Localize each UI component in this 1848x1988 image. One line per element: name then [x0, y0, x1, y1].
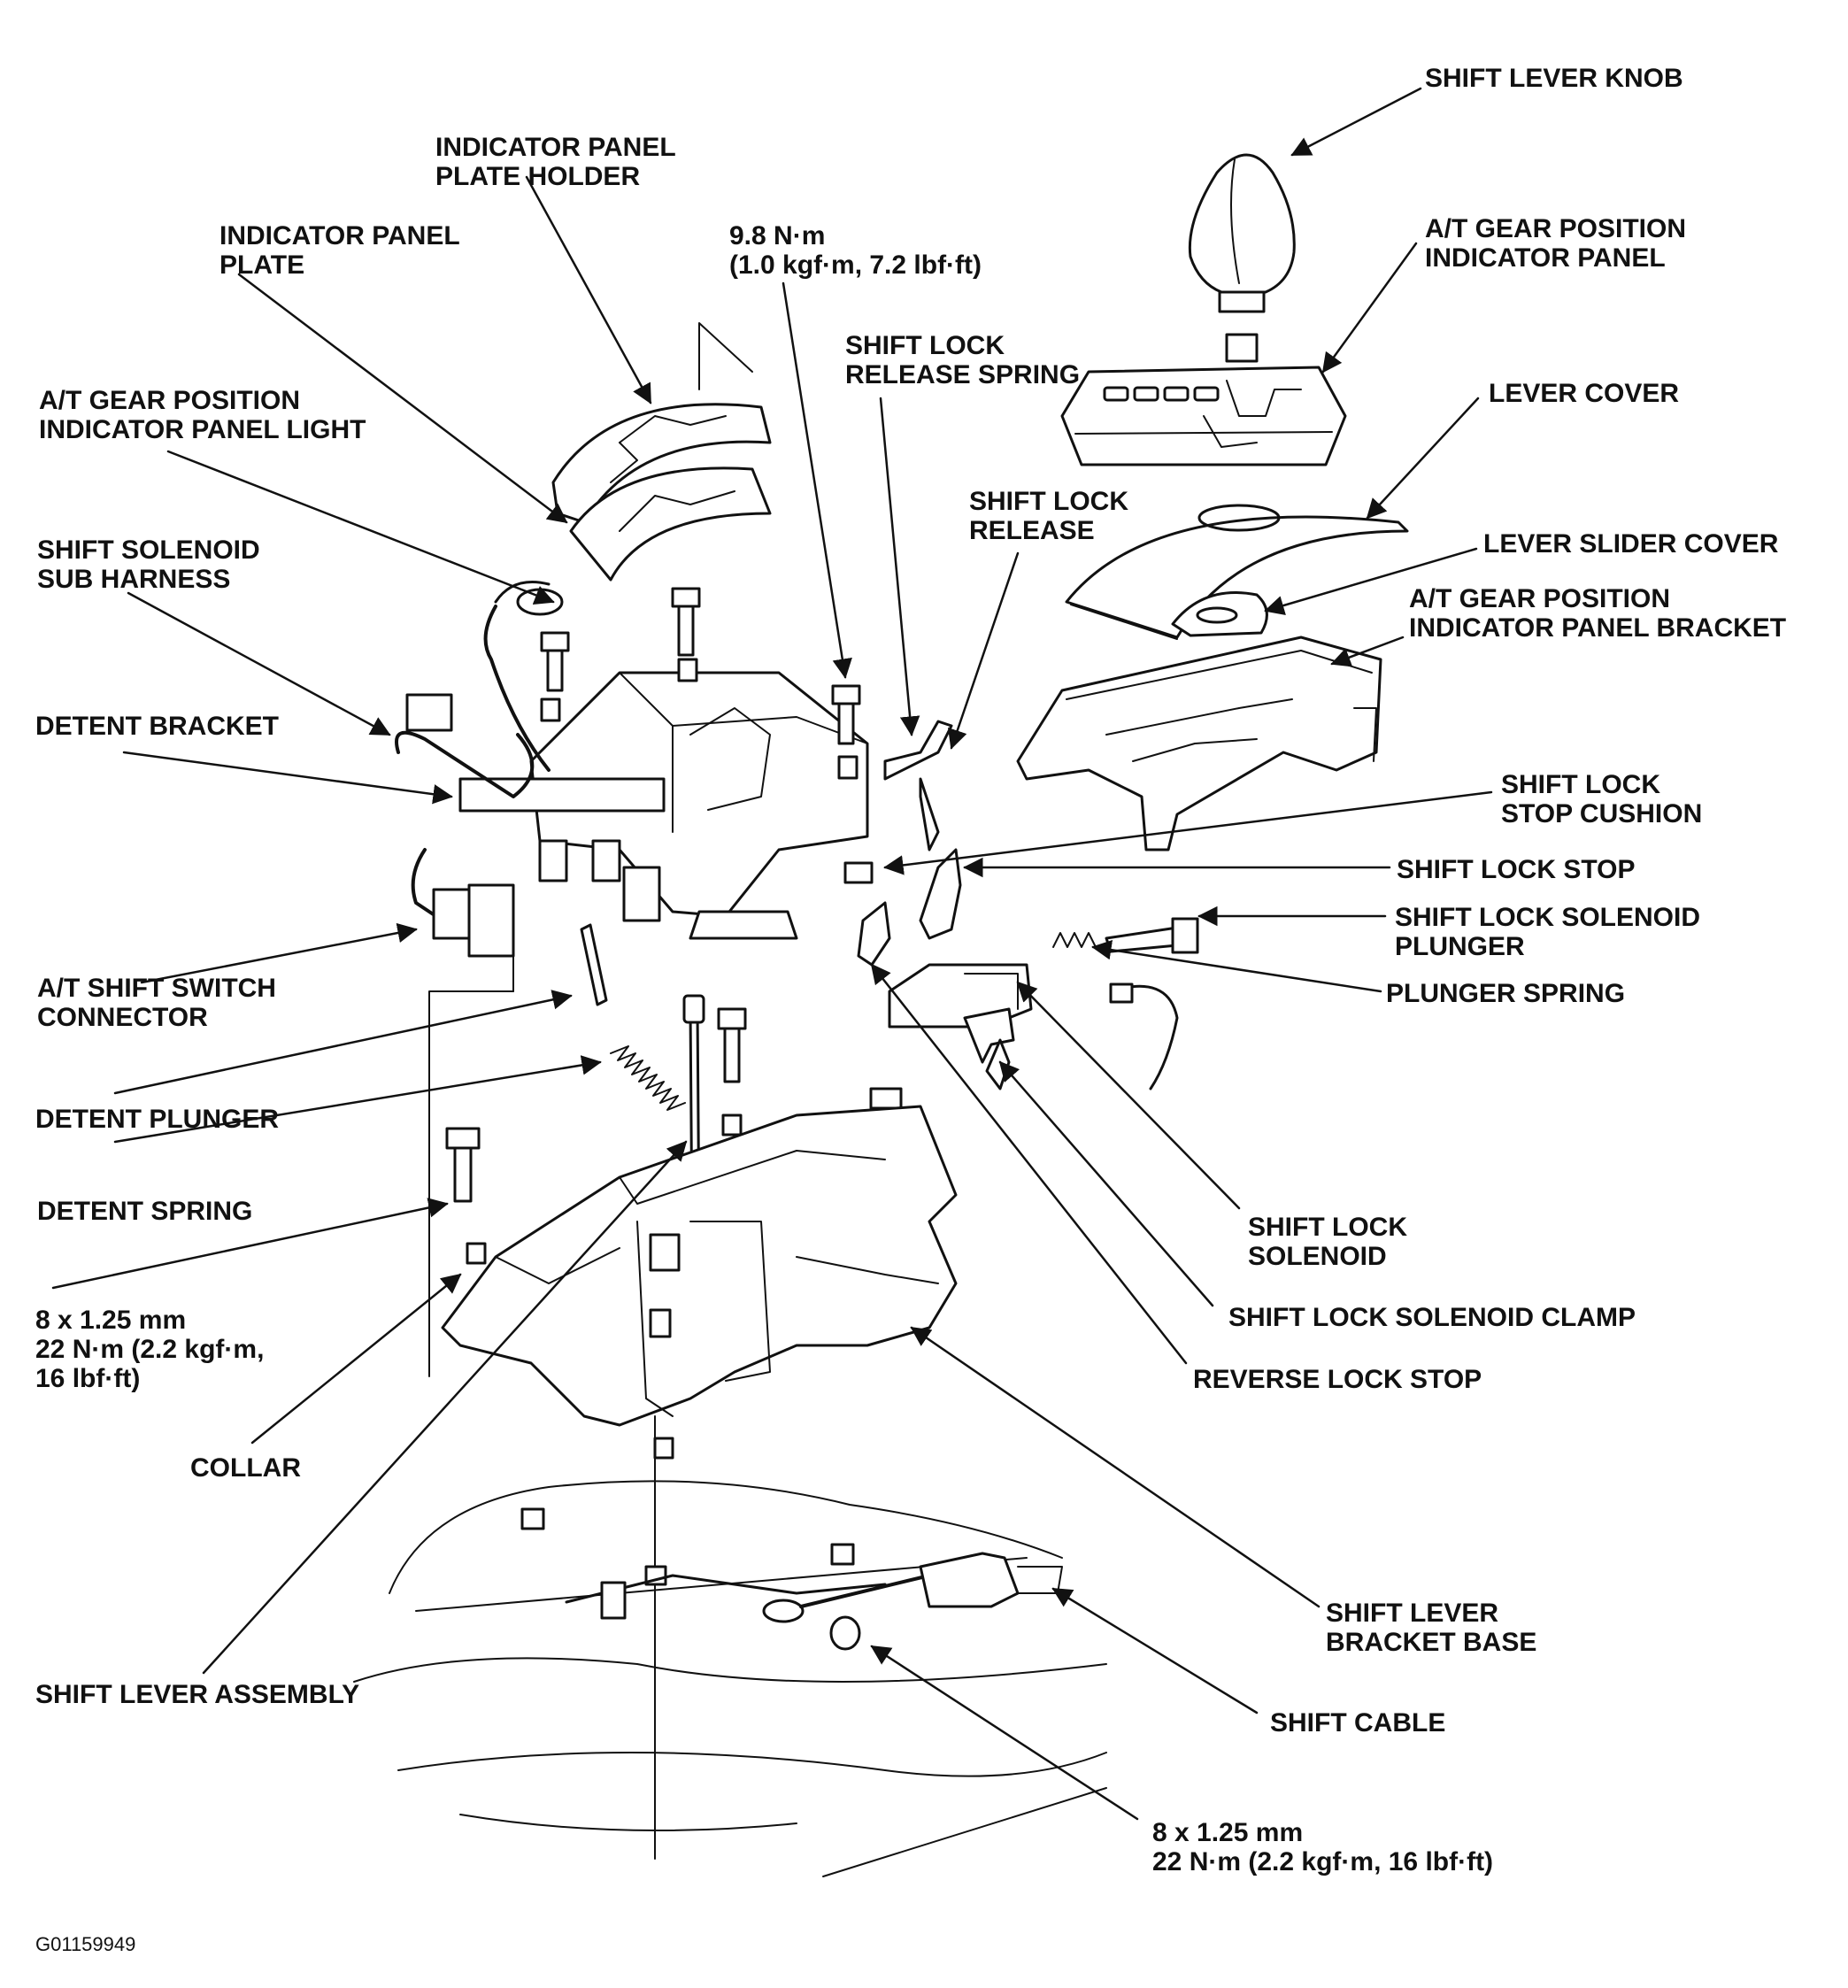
label-detent-spring: DETENT SPRING — [37, 1197, 253, 1226]
label-lever-slider-cover: LEVER SLIDER COVER — [1483, 529, 1779, 559]
label-shift-lock-stop: SHIFT LOCK STOP — [1397, 855, 1636, 884]
part-detent-plunger-spring — [580, 923, 686, 1111]
label-shift-lever-knob: SHIFT LEVER KNOB — [1425, 64, 1683, 93]
label-reverse-lock-stop: REVERSE LOCK STOP — [1193, 1365, 1482, 1394]
part-floor-pan — [353, 1415, 1107, 1877]
label-plunger-spring: PLUNGER SPRING — [1386, 979, 1626, 1008]
part-detent-assembly — [458, 671, 869, 940]
part-indicator-panel-bracket — [1016, 636, 1382, 851]
label-torque-9-8: 9.8 N·m(1.0 kgf·m, 7.2 lbf·ft) — [729, 221, 982, 280]
part-lever-cover — [1065, 504, 1409, 640]
part-indicator-panel-plate-holder — [551, 322, 772, 524]
part-plunger — [1052, 917, 1199, 1090]
label-shift-lock-solenoid-clamp: SHIFT LOCK SOLENOID CLAMP — [1228, 1303, 1636, 1332]
leader-lines — [51, 87, 1493, 1821]
part-shift-lever-knob — [1188, 153, 1296, 363]
label-lever-cover: LEVER COVER — [1489, 379, 1680, 408]
label-detent-bracket: DETENT BRACKET — [35, 712, 279, 741]
label-shift-cable: SHIFT CABLE — [1270, 1708, 1446, 1738]
label-shift-lever-assembly: SHIFT LEVER ASSEMBLY — [35, 1680, 360, 1709]
label-collar: COLLAR — [190, 1453, 301, 1483]
part-indicator-panel-plate — [569, 466, 772, 582]
part-shift-lock-solenoid — [888, 963, 1033, 1090]
part-shift-lock-stop — [843, 848, 962, 967]
part-bolts-top — [540, 587, 861, 780]
figure-id: G01159949 — [35, 1933, 136, 1955]
part-bracket-base — [441, 1105, 958, 1460]
part-shift-lock-release — [883, 720, 953, 851]
part-lever-slider-cover — [1171, 591, 1268, 637]
label-detent-plunger: DETENT PLUNGER — [35, 1105, 280, 1134]
part-indicator-panel — [1060, 366, 1347, 466]
